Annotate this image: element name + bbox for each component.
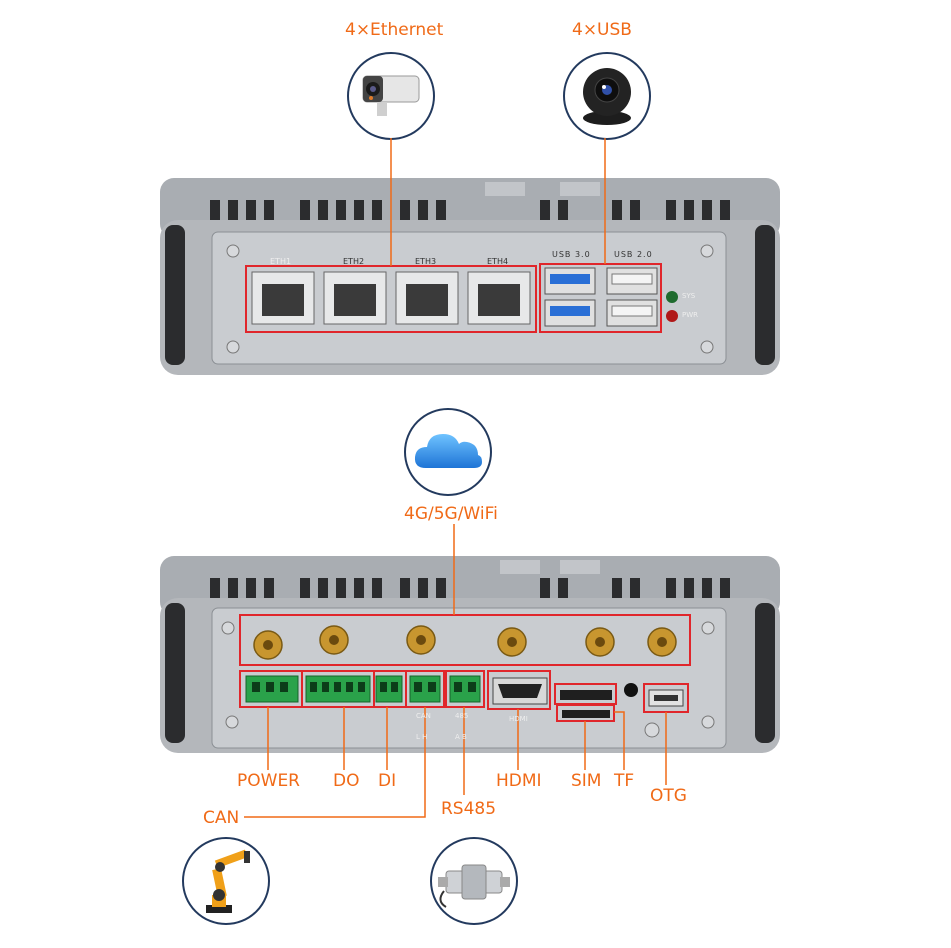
webcam-icon bbox=[563, 52, 651, 140]
tf-slot bbox=[562, 710, 610, 718]
cloud-icon bbox=[404, 408, 492, 496]
usb20-label: USB 2.0 bbox=[614, 250, 653, 259]
antenna-highlight-box bbox=[239, 614, 691, 666]
ethernet-ports bbox=[251, 271, 531, 325]
ethernet-callout-label: 4×Ethernet bbox=[345, 20, 444, 40]
can-pins-label: L H bbox=[416, 733, 428, 741]
eth2-label: ETH2 bbox=[343, 257, 365, 266]
hdmi-small-label: HDMI bbox=[509, 715, 528, 723]
usb-ports bbox=[544, 267, 658, 327]
rs485-highlight-box bbox=[445, 670, 485, 708]
eth4-label: ETH4 bbox=[487, 257, 509, 266]
tf-callout-label: TF bbox=[614, 771, 635, 791]
rs485-small-label: 485 bbox=[455, 712, 469, 720]
usb30-label: USB 3.0 bbox=[552, 250, 591, 259]
pwr-led bbox=[666, 310, 678, 322]
hdmi-callout-label: HDMI bbox=[496, 771, 542, 791]
usb-highlight-box bbox=[539, 263, 662, 333]
can-callout-label: CAN bbox=[203, 808, 240, 828]
wireless-callout-label: 4G/5G/WiFi bbox=[404, 504, 498, 524]
di-callout-label: DI bbox=[378, 771, 397, 791]
power-callout-label: POWER bbox=[237, 771, 300, 791]
load-cell-sensor-icon bbox=[430, 837, 518, 925]
security-camera-icon bbox=[347, 52, 435, 140]
sys-label: SYS bbox=[682, 292, 696, 300]
rs485-callout-label: RS485 bbox=[441, 799, 497, 819]
hdmi-highlight-box bbox=[487, 670, 551, 710]
rear-chassis bbox=[160, 556, 780, 753]
pwr-label: PWR bbox=[682, 311, 699, 319]
sim-slot bbox=[560, 690, 612, 700]
antenna-connectors bbox=[253, 625, 677, 660]
otg-callout-label: OTG bbox=[650, 786, 687, 806]
hdmi-port bbox=[492, 677, 548, 705]
reset-button bbox=[624, 683, 638, 697]
eth3-label: ETH3 bbox=[415, 257, 437, 266]
eth1-label: ETH1 bbox=[270, 257, 292, 266]
do-callout-label: DO bbox=[333, 771, 360, 791]
can-small-label: CAN bbox=[416, 712, 431, 720]
usb-callout-label: 4×USB bbox=[572, 20, 632, 40]
robot-arm-icon bbox=[182, 837, 270, 925]
rs485-pins-label: A B bbox=[455, 733, 467, 741]
sim-callout-label: SIM bbox=[571, 771, 602, 791]
sys-led bbox=[666, 291, 678, 303]
